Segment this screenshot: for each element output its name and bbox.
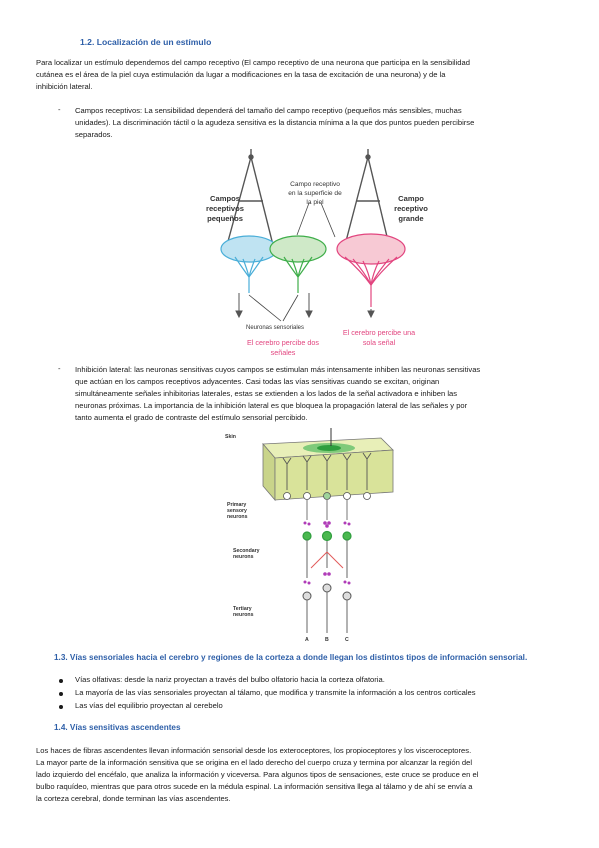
arrows-down-icon — [235, 293, 375, 319]
large-field-label-1: Campo — [398, 194, 424, 203]
skin-label: Skin — [225, 434, 236, 440]
item2-line-1: Inhibición lateral: las neuronas sensiti… — [75, 365, 481, 374]
letter-a: A — [305, 637, 309, 643]
small-field-green — [269, 235, 327, 263]
green-neuron — [283, 256, 313, 293]
pink-neuron — [344, 256, 398, 307]
receptive-fields-figure: Campos receptivos pequeños Campo recepti… — [206, 149, 428, 357]
primary-label-2: sensory — [227, 508, 247, 514]
secondary-label-2: neurons — [233, 554, 254, 560]
bullet-dot — [59, 705, 63, 709]
sensory-neurons-label: Neuronas sensoriales — [246, 325, 304, 331]
small-fields-label-1: Campos — [210, 194, 240, 203]
item1-line-1: Campos receptivos: La sensibilidad depen… — [75, 106, 462, 115]
s14-line-3: lado izquierdo del encéfalo, que analiza… — [36, 770, 479, 779]
skin-field-label-2: en la superficie de — [288, 190, 342, 197]
primary-label-3: neurons — [227, 514, 248, 520]
s14-line-1: Los haces de fibras ascendentes llevan i… — [36, 746, 472, 755]
item1-line-2: unidades). La discriminación táctil o la… — [75, 118, 475, 127]
list13-item-3: Las vías del equilibrio proyectan al cer… — [75, 701, 223, 710]
two-signals-label-1: El cerebro percibe dos — [247, 338, 319, 347]
intro-line-2: cutánea es el área de la piel cuya estim… — [36, 70, 446, 79]
tertiary-label-1: Tertiary — [233, 606, 252, 612]
section-1-2-title: 1.2. Localización de un estímulo — [80, 37, 212, 47]
one-signal-label-1: El cerebro percibe una — [343, 328, 415, 337]
item2-line-3: simultáneamente señales inhibitorias lat… — [75, 389, 458, 398]
s14-line-5: la corteza cerebral, donde terminan las … — [36, 794, 231, 803]
bullet-dot — [59, 679, 63, 683]
tertiary-label-2: neurons — [233, 612, 254, 618]
item2-line-4: neuronas próximas. La importancia de la … — [75, 401, 468, 410]
intro-line-3: inhibición lateral. — [36, 82, 93, 91]
secondary-label-1: Secondary — [233, 548, 260, 554]
bullet-dot — [59, 692, 63, 696]
small-fields-label-2: receptivos — [206, 204, 244, 213]
item2-line-2: que actúan en los campos receptivos adya… — [75, 377, 440, 386]
s14-line-2: La mayor parte de la información sensiti… — [36, 758, 473, 767]
skin-field-label-1: Campo receptivo — [290, 181, 340, 188]
compass-right-icon — [344, 149, 390, 246]
one-signal-label-2: sola señal — [363, 338, 396, 347]
dash-bullet: - — [58, 364, 61, 373]
section-1-3-title: 1.3. Vías sensoriales hacia el cerebro y… — [54, 653, 528, 662]
skin-field-label-3: la piel — [306, 199, 324, 206]
compass-left-icon — [226, 149, 274, 246]
large-field-pink — [336, 233, 406, 265]
small-fields-label-3: pequeños — [207, 214, 243, 223]
large-field-label-3: grande — [398, 214, 423, 223]
large-field-label-2: receptivo — [394, 204, 428, 213]
intro-line-1: Para localizar un estímulo dependemos de… — [36, 58, 470, 67]
dash-bullet: - — [58, 105, 61, 114]
item1-line-3: separados. — [75, 130, 113, 139]
blue-neuron — [234, 256, 264, 293]
letter-c: C — [345, 637, 349, 643]
item2-line-5: tanto aumenta el grado de contraste del … — [75, 413, 308, 422]
list13-item-2: La mayoría de las vías sensoriales proye… — [75, 688, 476, 697]
primary-label-1: Primary — [227, 502, 246, 508]
small-field-blue — [220, 235, 278, 263]
list13-item-1: Vías olfativas: desde la nariz proyectan… — [75, 675, 385, 684]
two-signals-label-2: señales — [271, 348, 296, 357]
letter-b: B — [325, 637, 329, 643]
s14-line-4: bulbo raquídeo, mientras que para otros … — [36, 782, 473, 791]
section-1-4-title: 1.4. Vías sensitivas ascendentes — [54, 723, 181, 732]
lateral-inhibition-figure: Skin Primary sensory neurons Secondary n… — [225, 428, 394, 643]
